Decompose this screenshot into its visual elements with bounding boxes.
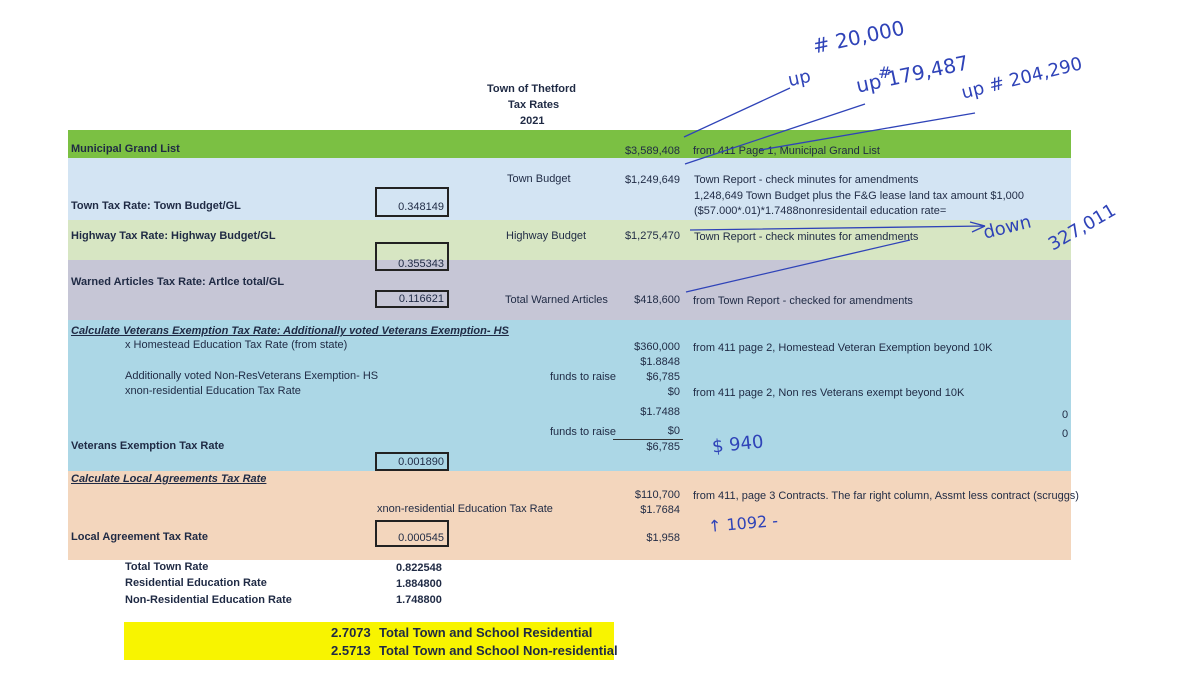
highway-note: Town Report - check minutes for amendmen…	[694, 231, 919, 243]
veterans-zero-1: 0	[1062, 409, 1069, 421]
title-line-3: 2021	[520, 115, 545, 127]
town-note-3: ($57.000*.01)*1.7488nonresidentail educa…	[694, 205, 947, 217]
veterans-rate-label: Veterans Exemption Tax Rate	[71, 440, 225, 452]
highway-budget-amount: $1,275,470	[624, 230, 680, 242]
veterans-line-2: Additionally voted Non-ResVeterans Exemp…	[125, 370, 379, 382]
veterans-v3: $6,785	[646, 371, 680, 383]
veterans-rate-box: 0.001890	[375, 452, 449, 471]
veterans-v2: $1.8848	[640, 356, 680, 368]
grand-list-note: from 411 Page 1, Municipal Grand List	[693, 145, 880, 157]
town-note-2: 1,248,649 Town Budget plus the F&G lease…	[694, 190, 1025, 202]
veterans-v6: $0	[667, 425, 680, 437]
town-budget-label: Town Budget	[507, 173, 571, 185]
veterans-note-2: from 411 page 2, Non res Veterans exempt…	[693, 387, 965, 399]
title-line-1: Town of Thetford	[487, 83, 576, 95]
veterans-line-1: x Homestead Education Tax Rate (from sta…	[125, 339, 348, 351]
highway-rate-box: 0.355343	[375, 242, 449, 271]
local-rate-box: 0.000545	[375, 520, 449, 547]
band-grand-list	[68, 130, 1071, 158]
summary-label-2: Non-Residential Education Rate	[125, 594, 292, 606]
warned-rate-label: Warned Articles Tax Rate: Artlce total/G…	[71, 276, 285, 288]
veterans-v5: $1.7488	[640, 406, 680, 418]
totals-highlight	[124, 622, 614, 660]
summary-value-1: 1.884800	[396, 578, 442, 590]
warned-rate-box: 0.116621	[375, 290, 449, 308]
town-rate-box: 0.348149	[375, 187, 449, 217]
warned-articles-label: Total Warned Articles	[505, 294, 608, 306]
veterans-heading: Calculate Veterans Exemption Tax Rate: A…	[71, 325, 509, 337]
town-note-1: Town Report - check minutes for amendmen…	[694, 174, 919, 186]
band-warned	[68, 260, 1071, 320]
band-local	[68, 471, 1071, 560]
total-residential-label: Total Town and School Residential	[379, 625, 593, 640]
local-v1: $110,700	[634, 489, 680, 501]
local-note: from 411, page 3 Contracts. The far righ…	[693, 490, 1079, 502]
summary-value-0: 0.822548	[396, 562, 442, 574]
veterans-funds-2: funds to raise	[550, 426, 617, 438]
local-rate-label: Local Agreement Tax Rate	[71, 531, 208, 543]
local-mid-label: xnon-residential Education Tax Rate	[377, 503, 553, 515]
veterans-v4: $0	[667, 386, 680, 398]
town-budget-amount: $1,249,649	[624, 174, 680, 186]
local-v2: $1.7684	[640, 504, 680, 516]
veterans-v7: $6,785	[646, 441, 680, 453]
band-town	[68, 158, 1071, 220]
local-v3: $1,958	[646, 532, 680, 544]
summary-value-2: 1.748800	[396, 594, 442, 606]
grand-list-amount: $3,589,408	[624, 145, 680, 157]
veterans-v1: $360,000	[634, 341, 680, 353]
handwriting-hash: #	[878, 63, 892, 82]
total-residential-value: 2.7073	[331, 625, 371, 640]
veterans-funds-1: funds to raise	[550, 371, 617, 383]
grand-list-label: Municipal Grand List	[71, 143, 180, 155]
highway-budget-label: Highway Budget	[506, 230, 587, 242]
veterans-line-3: xnon-residential Education Tax Rate	[125, 385, 301, 397]
summary-label-1: Residential Education Rate	[125, 577, 267, 589]
town-rate-label: Town Tax Rate: Town Budget/GL	[71, 200, 241, 212]
warned-articles-amount: $418,600	[634, 294, 680, 306]
highway-rate-label: Highway Tax Rate: Highway Budget/GL	[71, 230, 276, 242]
veterans-sum-line	[613, 439, 683, 440]
total-nonresidential-value: 2.5713	[331, 643, 371, 658]
veterans-zero-2: 0	[1062, 428, 1069, 440]
summary-label-0: Total Town Rate	[125, 561, 209, 573]
local-heading: Calculate Local Agreements Tax Rate	[71, 473, 267, 485]
title-line-2: Tax Rates	[508, 99, 560, 111]
total-nonresidential-label: Total Town and School Non-residential	[379, 643, 618, 658]
veterans-note-1: from 411 page 2, Homestead Veteran Exemp…	[693, 342, 993, 354]
warned-note: from Town Report - checked for amendment…	[693, 295, 913, 307]
band-veterans	[68, 320, 1071, 471]
